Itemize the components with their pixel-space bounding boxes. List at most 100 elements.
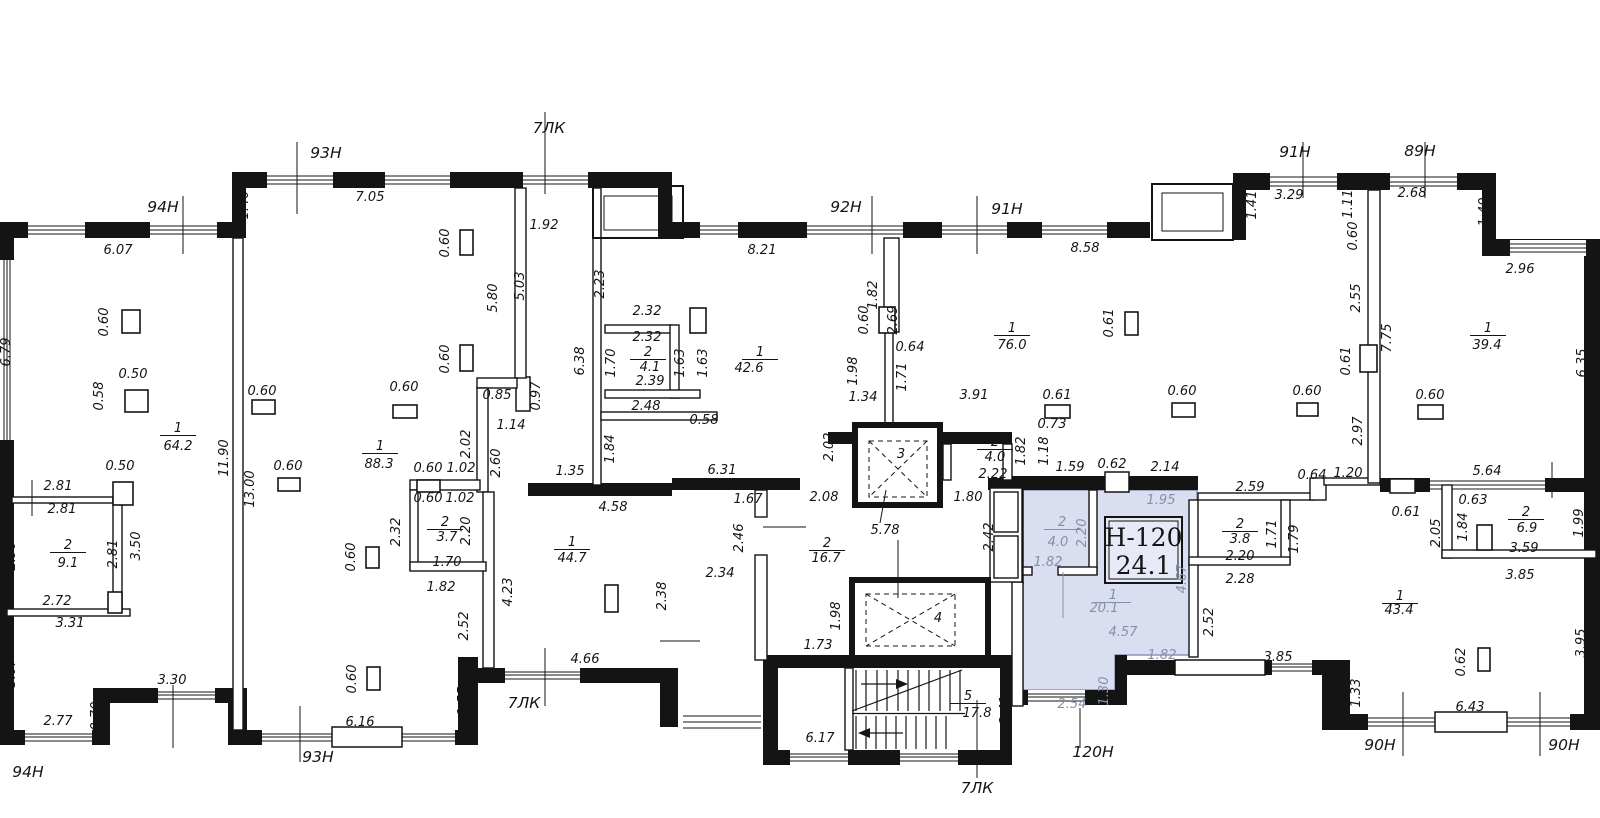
dimension-label: 1.82: [1034, 555, 1063, 570]
dimension-label: 2.08: [810, 490, 839, 505]
dimension-label: 2.32: [633, 304, 662, 319]
dimension-label: 42.6: [735, 361, 764, 376]
dimension-label: 0.60: [390, 380, 419, 395]
loggias: [592, 183, 1234, 241]
dimension-label: 0.61: [1339, 347, 1354, 376]
section-label: 90Н: [1548, 736, 1580, 754]
dimension-label: 6.38: [573, 347, 588, 376]
dimension-label: 0.60: [97, 308, 112, 337]
dimension-label: 43.4: [1385, 603, 1414, 618]
dimension-label: 2.22: [979, 467, 1008, 482]
dimension-label: 0.60: [345, 665, 360, 694]
highlighted-unit-label[interactable]: Н-120 24.1: [1104, 516, 1183, 584]
section-label: 93Н: [302, 748, 334, 766]
dimension-label: 2.48: [632, 399, 661, 414]
dimension-label: 3.95: [1574, 629, 1589, 658]
dimension-label: 6.17: [806, 731, 836, 746]
dimension-label: 2.41: [998, 696, 1013, 725]
dimension-label: 4: [934, 611, 942, 626]
stair-arrow-down: [858, 728, 870, 738]
dimension-label: 2.81: [44, 479, 73, 494]
dimension-label: 20.1: [1090, 601, 1119, 616]
dimension-label: 0.63: [1459, 493, 1488, 508]
dimension-label: 0.62: [1454, 648, 1469, 677]
dimension-label: 2: [1522, 505, 1530, 520]
dimension-label: 0.62: [1098, 457, 1127, 472]
dimension-label: 2.20: [1226, 549, 1255, 564]
dimension-label: 2.52: [1202, 608, 1217, 637]
dimension-label: 2.28: [1226, 572, 1255, 587]
dimension-label: 2.97: [1351, 416, 1366, 446]
dimension-label: 1.41: [1245, 191, 1260, 220]
dimension-label: 2.72: [43, 594, 72, 609]
dimension-label: 6.16: [346, 715, 375, 730]
dimension-label: 0.60: [1416, 388, 1445, 403]
dimension-label: 1.92: [530, 218, 559, 233]
dimension-label: 2.14: [1151, 460, 1180, 475]
dimension-label: 2.81: [106, 540, 121, 569]
dimension-label: 16.7: [812, 551, 842, 566]
dimension-label: 0.64: [1298, 468, 1327, 483]
dimension-label: 1.84: [1456, 513, 1471, 542]
dimension-label: 1.73: [804, 638, 833, 653]
dimension-label: 2.59: [1236, 480, 1265, 495]
dimension-label: 2.55: [1349, 284, 1364, 313]
dimension-label: 1.82: [1148, 648, 1177, 663]
section-label: 120Н: [1072, 743, 1114, 761]
dimension-label: 1.82: [866, 281, 881, 310]
dimension-label: 4.0: [985, 450, 1006, 465]
dimension-label: 1.71: [895, 363, 910, 392]
dimension-label: 0.60: [414, 461, 443, 476]
dimension-label: 0.97: [529, 381, 544, 411]
dimension-label: 1.33: [1349, 679, 1364, 708]
staircase: [683, 669, 965, 749]
dimension-label: 4.1: [640, 360, 661, 375]
dimension-label: 2.02: [822, 433, 837, 462]
dimension-label: 1.70: [433, 555, 462, 570]
windows: [0, 172, 1586, 765]
dimension-label: 6.31: [708, 463, 737, 478]
dimension-label: 6.9: [1517, 521, 1538, 536]
dimension-label: 7.05: [356, 190, 385, 205]
dimension-label: 17.8: [963, 706, 992, 721]
dimension-label: 0.60: [274, 459, 303, 474]
dimension-label: 2.39: [636, 374, 665, 389]
dimension-label: 0.61: [1102, 309, 1117, 338]
dimension-label: 0.60: [438, 345, 453, 374]
dimension-label: 3.07: [4, 658, 19, 688]
section-label: 94Н: [12, 763, 44, 781]
dimension-label: 8.58: [1071, 241, 1100, 256]
dimension-label: 0.85: [483, 388, 512, 403]
dimension-label: 4.66: [571, 652, 600, 667]
dimension-label: 2.32: [389, 518, 404, 547]
dimension-label: 2.34: [706, 566, 735, 581]
dimension-label: 0.50: [119, 367, 148, 382]
dimension-label: 3.59: [1510, 541, 1539, 556]
dimension-label: 2: [1058, 515, 1066, 530]
dimension-label: 64.2: [164, 439, 193, 454]
dimension-label: 5.03: [513, 272, 528, 301]
dimension-label: 1.55: [456, 687, 471, 716]
dimension-label: 2.20: [1075, 519, 1090, 548]
section-label: 92Н: [830, 198, 862, 216]
dimension-label: 2.60: [489, 449, 504, 478]
dimension-label: 1.14: [497, 418, 526, 433]
dimension-label: 4.23: [501, 578, 516, 607]
dimension-label: 2.23: [593, 270, 608, 299]
stair-arrow-up: [896, 679, 908, 689]
dimension-label: 1: [1396, 589, 1404, 604]
section-label: 91Н: [991, 200, 1023, 218]
dimension-label: 0.60: [857, 306, 872, 335]
dimension-label: 1.40: [237, 191, 252, 220]
dimension-label: 3.85: [1506, 568, 1535, 583]
dimension-label: 0.50: [106, 459, 135, 474]
section-label: 91Н: [1279, 143, 1311, 161]
dimension-label: 2: [644, 345, 652, 360]
dimension-label: 1.99: [1572, 509, 1587, 538]
dimension-label: 4.0: [1048, 535, 1069, 550]
unit-label-box-outer: [1104, 516, 1183, 584]
dimension-label: 4.58: [599, 500, 628, 515]
dimension-label: 3.50: [129, 532, 144, 561]
